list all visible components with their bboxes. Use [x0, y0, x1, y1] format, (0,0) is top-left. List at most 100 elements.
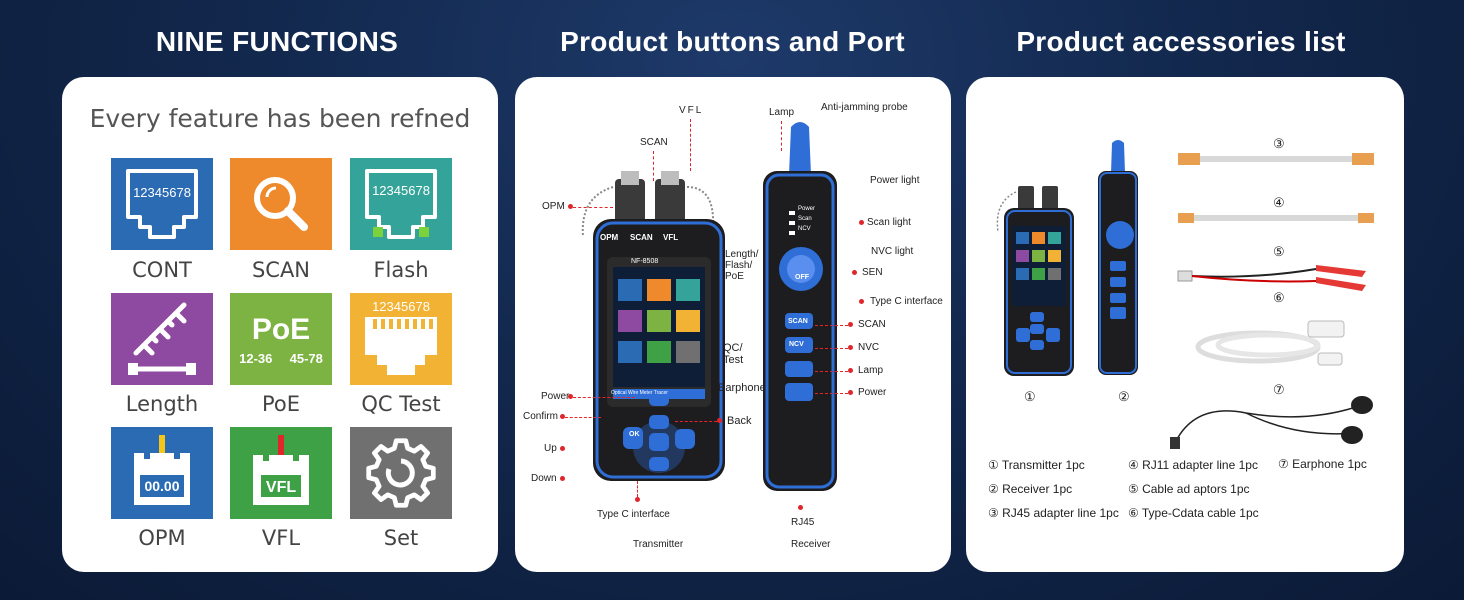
tile-length: [111, 293, 213, 385]
legend-cable-adaptors: ⑤ Cable ad aptors 1pc: [1128, 482, 1250, 496]
legend-receiver: ② Receiver 1pc: [988, 482, 1073, 496]
label-poe: PoE: [261, 392, 301, 416]
number-7: ⑦: [1273, 382, 1285, 397]
callout-sen: SEN: [862, 267, 883, 278]
number-4: ④: [1273, 195, 1285, 210]
rx-scan-button: SCAN: [788, 318, 808, 325]
tx-model: NF-8508: [631, 258, 659, 265]
tile-vfl: VFL: [230, 427, 332, 519]
callout-power: Power: [541, 391, 570, 402]
label-flash: Flash: [373, 258, 429, 282]
callout-earphone: Earphone: [718, 382, 766, 394]
ruler-icon: [128, 302, 196, 375]
heading-buttons: Product buttons and Port: [560, 26, 905, 57]
callout-power-btn: Power: [858, 387, 887, 398]
callout-scan-light: Scan light: [867, 217, 911, 228]
opm-meter-icon: 00.00: [134, 435, 190, 505]
earphone-image: [1170, 396, 1373, 449]
receiver-label: Receiver: [791, 539, 831, 550]
label-set: Set: [383, 526, 419, 550]
label-qc: QC Test: [361, 392, 441, 416]
heading-accessories: Product accessories list: [1016, 26, 1346, 57]
tile-flash: 12345678: [350, 158, 452, 250]
rj45-flash-icon: 12345678: [365, 169, 437, 239]
callout-nvc-light: NVC light: [871, 246, 914, 257]
callout-typec-tx: Type C interface: [597, 509, 670, 520]
callout-probe: Anti-jamming probe: [821, 102, 908, 113]
receiver-device-illustration: [763, 122, 837, 491]
qc-pins-text: 12345678: [372, 299, 430, 314]
tile-qc: 12345678: [350, 293, 452, 385]
callout-scan-btn: SCAN: [858, 319, 886, 330]
legend-rj11: ④ RJ11 adapter line 1pc: [1128, 458, 1258, 472]
tile-cont: 12345678: [111, 158, 213, 250]
transmitter-label: Transmitter: [633, 539, 684, 550]
accessories-card: ③ ④ ⑤ ⑥ ⑦ ① ② ① Transmitter 1pc ② Receiv…: [966, 77, 1404, 572]
poe-text: PoE: [251, 312, 311, 346]
label-scan: SCAN: [251, 258, 311, 282]
cable-adaptor-image: [1177, 265, 1366, 291]
label-vfl: VFL: [261, 526, 301, 550]
buttons-card: OPM SCAN VFL NF-8508 Optical Wire Meter …: [515, 77, 951, 572]
flash-pins-text: 12345678: [372, 183, 430, 198]
callout-lamp: Lamp: [769, 107, 795, 118]
legend-earphone: ⑦ Earphone 1pc: [1278, 457, 1367, 471]
tx-ok-button: OK: [629, 431, 640, 438]
rj45-adapter-cable-image: [1178, 153, 1374, 165]
callout-length: Length/ Flash/ PoE: [725, 249, 759, 282]
callout-typec-rx: Type C interface: [870, 296, 943, 307]
callout-down: Down: [531, 473, 557, 484]
tx-top-label-scan: SCAN: [630, 233, 653, 242]
functions-card: Every feature has been refned 12345678 1…: [62, 77, 498, 572]
vfl-icon: VFL: [253, 435, 309, 505]
type-c-cable-image: [1195, 320, 1345, 366]
receiver-image: [1098, 140, 1138, 375]
callout-up: Up: [544, 443, 557, 454]
rj11-adapter-cable-image: [1178, 213, 1374, 223]
callout-opm: OPM: [542, 201, 565, 212]
number-1: ①: [1024, 389, 1036, 404]
callout-confirm: Confirm: [523, 411, 559, 422]
cont-pins-text: 12345678: [133, 185, 191, 200]
vfl-text: VFL: [266, 479, 296, 496]
number-6: ⑥: [1273, 290, 1285, 305]
opm-reading-text: 00.00: [144, 478, 179, 494]
gear-icon: [366, 438, 436, 508]
label-cont: CONT: [132, 258, 192, 282]
callout-nvc-btn: NVC: [858, 342, 880, 353]
tx-top-label-vfl: VFL: [663, 233, 679, 242]
rj45-port-icon: 12345678: [126, 169, 198, 239]
label-length: Length: [125, 392, 199, 416]
transmitter-device-illustration: [581, 171, 725, 481]
rx-led-ncv: NCV: [798, 226, 811, 232]
tile-set: [350, 427, 452, 519]
poe-icon: PoE 12-36 45-78: [239, 313, 323, 366]
callout-lamp-btn: Lamp: [858, 365, 884, 376]
callout-back: Back: [727, 415, 752, 427]
functions-subtitle: Every feature has been refned: [89, 104, 471, 133]
label-opm: OPM: [138, 526, 186, 550]
rx-led-scan: Scan: [798, 216, 812, 222]
rx-ncv-button: NCV: [789, 341, 804, 348]
tx-brand-strip: Optical Wire Meter Tracer: [611, 390, 668, 396]
rx-off-label: OFF: [795, 274, 809, 281]
poe-range-1: 12-36: [239, 350, 273, 366]
number-3: ③: [1273, 136, 1285, 151]
callout-vfl: VFL: [679, 105, 704, 116]
tile-poe: PoE 12-36 45-78: [230, 293, 332, 385]
tx-top-label-opm: OPM: [600, 233, 619, 242]
callout-qc: QC/ Test: [723, 342, 744, 366]
legend-type-c: ⑥ Type-Cdata cable 1pc: [1128, 506, 1259, 520]
legend-rj45: ③ RJ45 adapter line 1pc: [988, 506, 1119, 520]
number-5: ⑤: [1273, 244, 1285, 259]
magnifier-icon: [254, 177, 308, 231]
callout-rj45: RJ45: [791, 517, 815, 528]
legend-transmitter: ① Transmitter 1pc: [988, 458, 1085, 472]
rj45-qc-icon: 12345678: [365, 299, 437, 375]
callout-power-light: Power light: [870, 175, 920, 186]
poe-range-2: 45-78: [289, 350, 323, 366]
rx-led-power: Power: [798, 206, 816, 212]
callout-scan: SCAN: [640, 137, 668, 148]
tile-scan: [230, 158, 332, 250]
number-2: ②: [1118, 389, 1130, 404]
